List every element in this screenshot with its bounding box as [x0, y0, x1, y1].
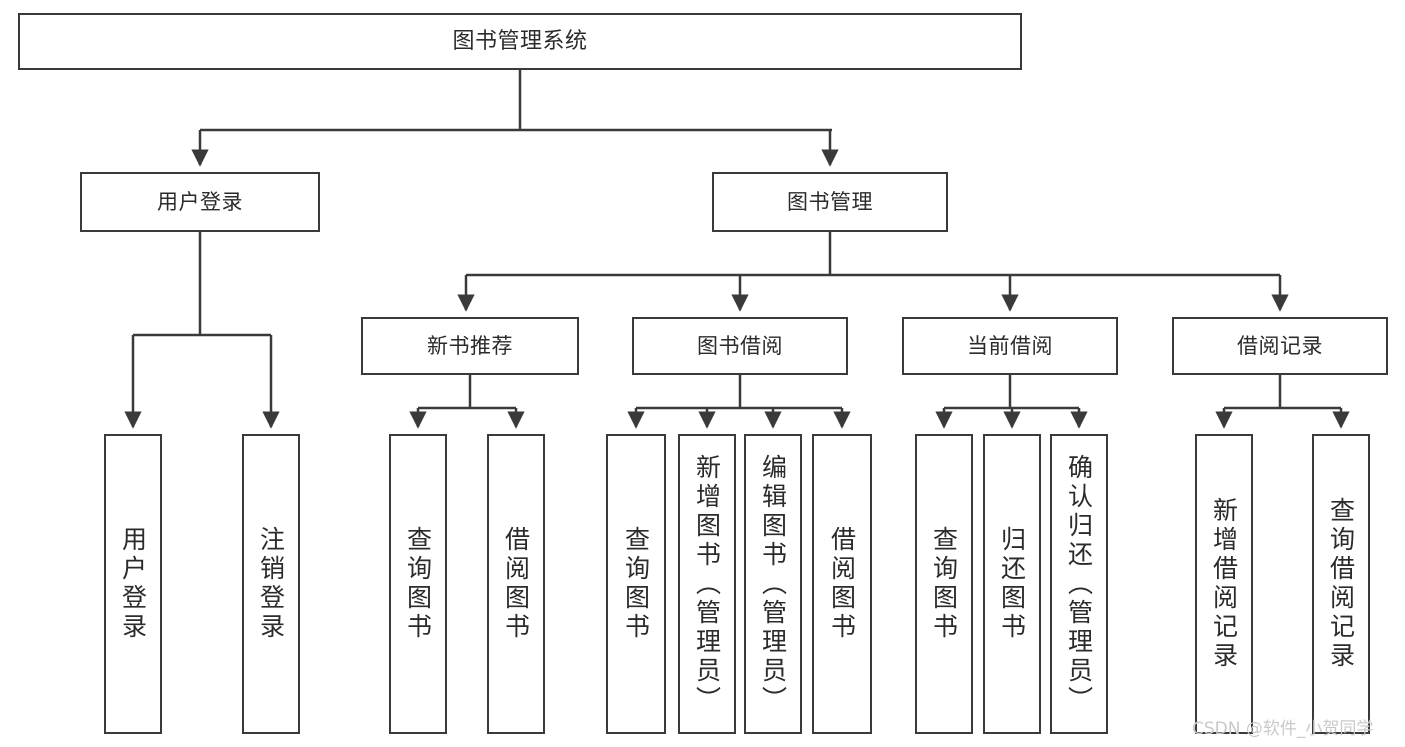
leaf-query-book-recommend[interactable]: 查询图书 [389, 434, 447, 734]
node-book-manage[interactable]: 图书管理 [712, 172, 948, 232]
leaf-logout[interactable]: 注销登录 [242, 434, 300, 734]
leaf-confirm-return-label: 确认归还（管理员） [1064, 453, 1094, 715]
leaf-borrow-book-recommend[interactable]: 借阅图书 [487, 434, 545, 734]
node-borrow-record-label: 借阅记录 [1237, 333, 1323, 358]
leaf-borrow-book-label: 借阅图书 [827, 526, 857, 642]
leaf-edit-book[interactable]: 编辑图书（管理员） [744, 434, 802, 734]
leaf-add-book[interactable]: 新增图书（管理员） [678, 434, 736, 734]
node-root-label: 图书管理系统 [452, 28, 588, 54]
leaf-add-borrow-record[interactable]: 新增借阅记录 [1195, 434, 1253, 734]
leaf-edit-book-label: 编辑图书（管理员） [758, 453, 788, 715]
node-current-borrow[interactable]: 当前借阅 [902, 317, 1118, 375]
node-book-borrow[interactable]: 图书借阅 [632, 317, 848, 375]
node-book-manage-label: 图书管理 [787, 189, 873, 214]
leaf-add-borrow-record-label: 新增借阅记录 [1209, 497, 1239, 671]
leaf-query-book-recommend-label: 查询图书 [403, 526, 433, 642]
leaf-add-book-label: 新增图书（管理员） [692, 453, 722, 715]
leaf-query-book-current-label: 查询图书 [929, 526, 959, 642]
leaf-query-borrow-record-label: 查询借阅记录 [1326, 497, 1356, 671]
leaf-return-book[interactable]: 归还图书 [983, 434, 1041, 734]
node-user-login-label: 用户登录 [157, 189, 243, 214]
leaf-borrow-book[interactable]: 借阅图书 [812, 434, 872, 734]
leaf-confirm-return[interactable]: 确认归还（管理员） [1050, 434, 1108, 734]
leaf-query-book-borrow-label: 查询图书 [621, 526, 651, 642]
leaf-query-borrow-record[interactable]: 查询借阅记录 [1312, 434, 1370, 734]
leaf-query-book-borrow[interactable]: 查询图书 [606, 434, 666, 734]
leaf-logout-label: 注销登录 [256, 526, 286, 642]
leaf-borrow-book-recommend-label: 借阅图书 [501, 526, 531, 642]
leaf-user-login-label: 用户登录 [118, 526, 148, 642]
node-root[interactable]: 图书管理系统 [18, 13, 1022, 70]
leaf-query-book-current[interactable]: 查询图书 [915, 434, 973, 734]
csdn-watermark: CSDN @软件_小贺同学 [1192, 719, 1374, 739]
node-user-login[interactable]: 用户登录 [80, 172, 320, 232]
node-current-borrow-label: 当前借阅 [967, 333, 1053, 358]
node-book-borrow-label: 图书借阅 [697, 333, 783, 358]
node-borrow-record[interactable]: 借阅记录 [1172, 317, 1388, 375]
node-new-book-recommend-label: 新书推荐 [427, 333, 513, 358]
leaf-user-login[interactable]: 用户登录 [104, 434, 162, 734]
leaf-return-book-label: 归还图书 [997, 526, 1027, 642]
node-new-book-recommend[interactable]: 新书推荐 [361, 317, 579, 375]
